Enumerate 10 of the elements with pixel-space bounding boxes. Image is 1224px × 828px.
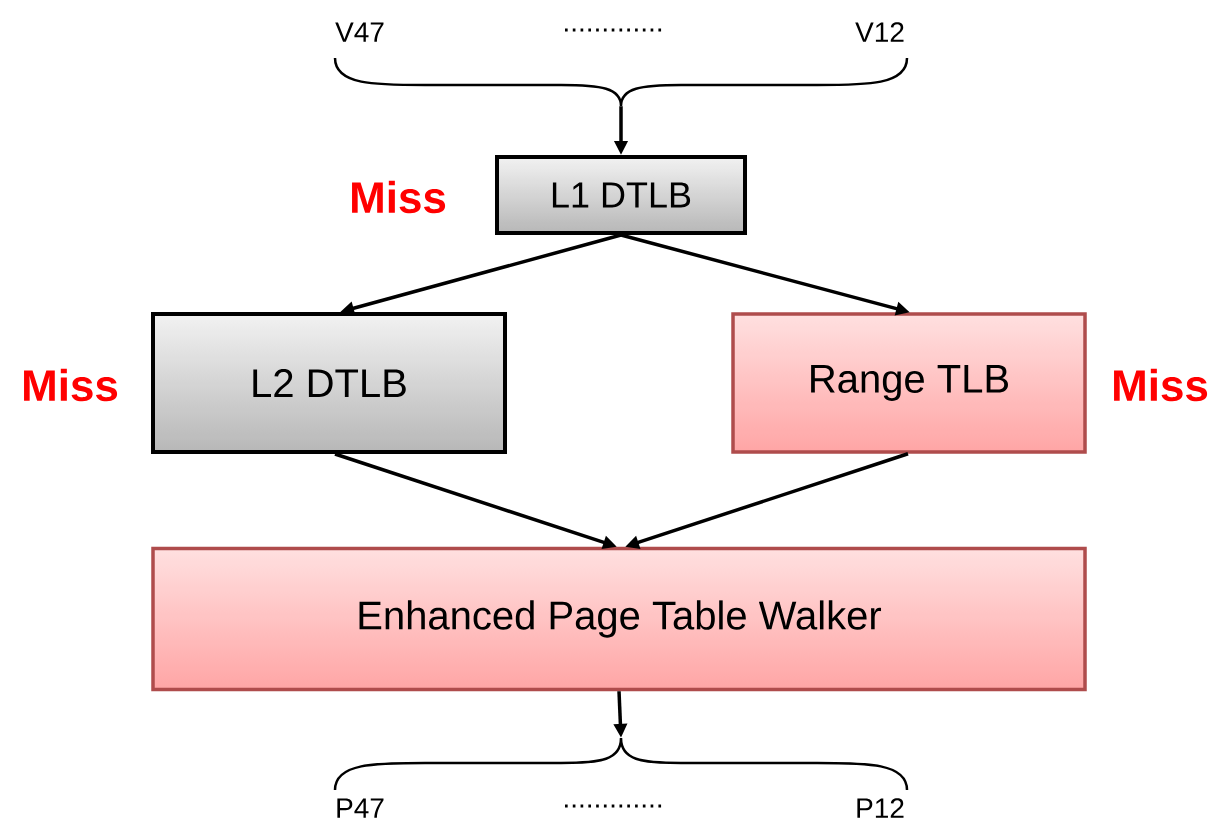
process-box: Range TLB <box>731 312 1087 454</box>
curly-brace <box>333 736 909 791</box>
process-box: L1 DTLB <box>495 155 747 235</box>
curly-brace <box>333 57 909 108</box>
process-box: Enhanced Page Table Walker <box>151 546 1087 692</box>
miss-label: Miss <box>352 180 446 214</box>
miss-label: Miss <box>1114 368 1208 402</box>
miss-label: Miss <box>24 368 118 402</box>
process-box: L2 DTLB <box>151 312 507 454</box>
bit-label: ............. <box>565 28 662 32</box>
